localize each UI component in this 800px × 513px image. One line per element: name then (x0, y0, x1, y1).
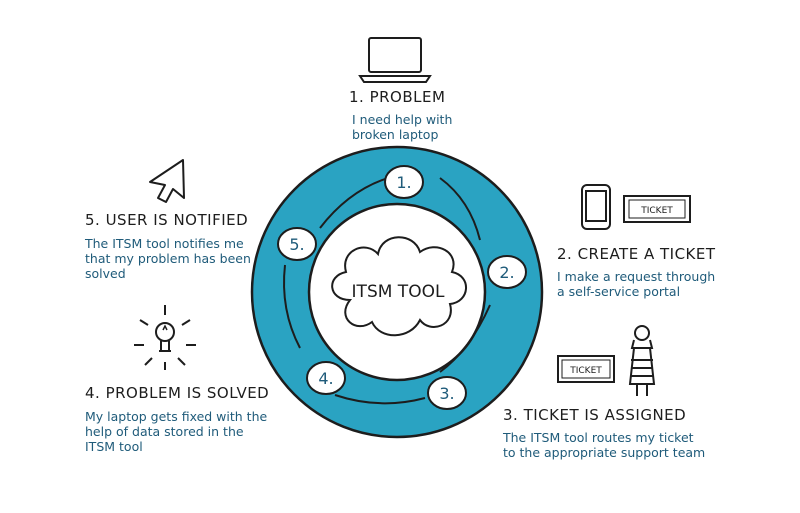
step-desc-2: I make a request through a self-service … (557, 269, 715, 299)
step-desc-line: a self-service portal (557, 284, 681, 299)
ticket-label: TICKET (640, 206, 673, 216)
ticket-icon: TICKET (557, 355, 615, 383)
cycle-arrow-arc (283, 264, 301, 349)
step-title-2: 2. CREATE A TICKET (557, 245, 716, 263)
cycle-arrow-arc (439, 304, 491, 373)
step-bubble-3: 3. (427, 376, 467, 410)
step-desc-line: ITSM tool (85, 439, 143, 454)
step-desc-line: help of data stored in the (85, 424, 244, 439)
cycle-arrow-arc (439, 177, 481, 241)
step-title-4: 4. PROBLEM IS SOLVED (85, 384, 270, 402)
step-desc-line: broken laptop (352, 127, 439, 142)
step-bubble-2: 2. (487, 255, 527, 289)
step-bubble-5: 5. (277, 227, 317, 261)
cursor-icon (149, 159, 185, 203)
step-desc-4: My laptop gets fixed with the help of da… (85, 409, 267, 454)
tablet-icon (581, 184, 611, 230)
step-desc-line: I make a request through (557, 269, 716, 284)
cloud-icon (331, 236, 467, 337)
step-desc-1: I need help with broken laptop (352, 112, 452, 142)
step-desc-5: The ITSM tool notifies me that my proble… (85, 236, 251, 281)
step-desc-line: that my problem has been (85, 251, 251, 266)
step-number-1: 1. (396, 173, 411, 192)
ticket-label: TICKET (569, 366, 602, 376)
step-desc-line: solved (85, 266, 126, 281)
step-desc-line: to the appropriate support team (503, 445, 706, 460)
laptop-icon (358, 37, 432, 83)
step-number-5: 5. (289, 235, 304, 254)
ticket-icon: TICKET (623, 195, 691, 223)
step-number-4: 4. (318, 369, 333, 388)
step-title-1: 1. PROBLEM (349, 88, 446, 106)
step-desc-3: The ITSM tool routes my ticket to the ap… (503, 430, 705, 460)
lightbulb-icon (134, 305, 196, 370)
person-icon (628, 325, 656, 396)
step-title-3: 3. TICKET IS ASSIGNED (503, 406, 687, 424)
step-bubble-1: 1. (384, 165, 424, 199)
step-title-5: 5. USER IS NOTIFIED (85, 211, 249, 229)
step-desc-line: My laptop gets fixed with the (85, 409, 268, 424)
step-bubble-4: 4. (306, 361, 346, 395)
step-desc-line: The ITSM tool routes my ticket (503, 430, 694, 445)
center-label: ITSM TOOL (352, 282, 445, 302)
step-number-2: 2. (499, 263, 514, 282)
step-desc-line: The ITSM tool notifies me (85, 236, 244, 251)
step-number-3: 3. (439, 384, 454, 403)
step-desc-line: I need help with (352, 112, 453, 127)
cycle-arrow-arc (334, 394, 426, 405)
